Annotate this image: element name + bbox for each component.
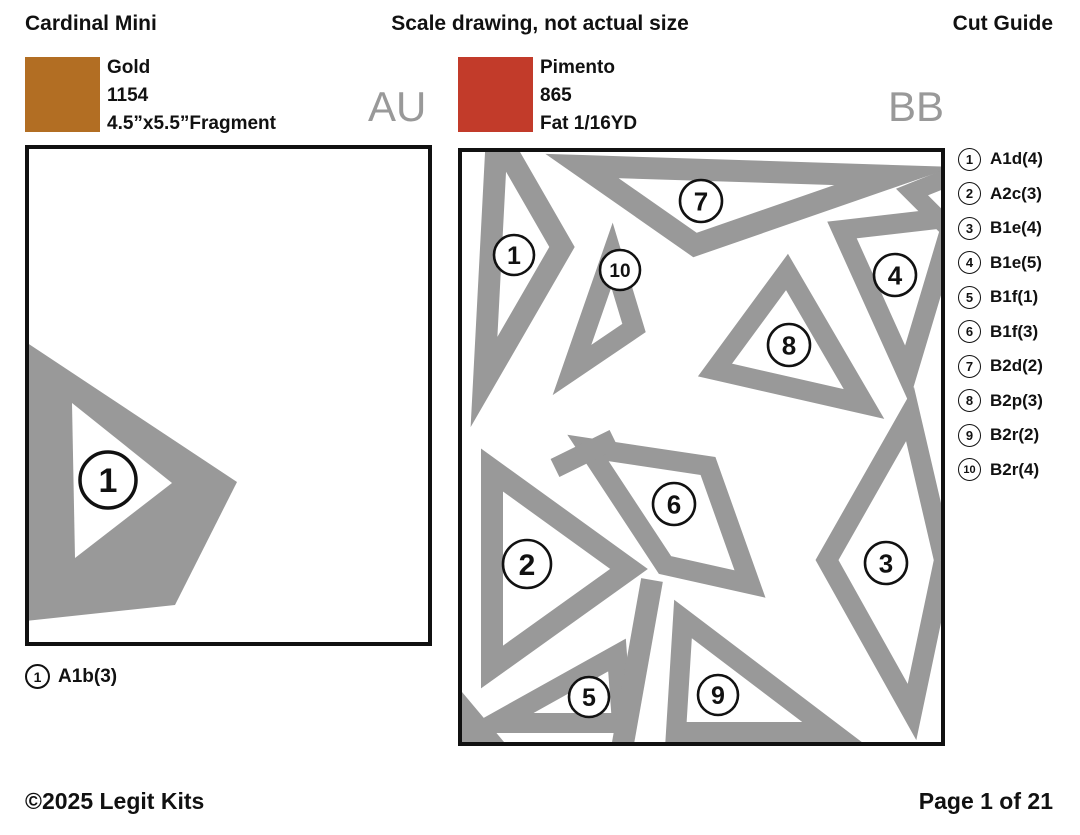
svg-text:6: 6	[667, 489, 681, 519]
bb-panel-drawing: 1 2 3 4 5 6 7 8 9 10	[462, 152, 941, 742]
piece-8-outline	[697, 253, 885, 419]
legend-number-badge: 5	[958, 285, 981, 309]
legend-number-badge: 10	[958, 458, 981, 481]
legend-number-badge: 4	[958, 251, 981, 274]
piece-2-outline	[481, 448, 648, 689]
clipped-piece-band	[612, 578, 663, 742]
piece-number-badge: 5	[567, 675, 611, 719]
legend-item: 9 B2r(2)	[958, 423, 1043, 447]
legend-label: B1e(5)	[990, 252, 1042, 272]
piece-number-badge: 7	[678, 178, 724, 224]
pimento-swatch	[458, 57, 533, 132]
svg-text:4: 4	[888, 260, 903, 290]
legend-item: 1 A1d(4)	[958, 147, 1043, 171]
legend-item: 6 B1f(3)	[958, 320, 1043, 344]
scale-note: Scale drawing, not actual size	[391, 12, 689, 35]
piece-10-outline	[552, 222, 646, 396]
piece-6-outline	[567, 434, 766, 598]
page-type-title: Cut Guide	[952, 12, 1053, 35]
legend-item: 2 A2c(3)	[958, 182, 1043, 206]
svg-text:3: 3	[879, 548, 893, 578]
legend-number-badge: 2	[958, 182, 981, 205]
au-panel-drawing: 1	[29, 344, 237, 621]
piece-label: A1b(3)	[58, 665, 118, 687]
piece-number-badge: 2	[501, 538, 553, 590]
piece-number-badge: 9	[696, 673, 740, 717]
legend-number-badge: 8	[958, 389, 981, 412]
legend-number-badge: 3	[958, 216, 981, 240]
svg-text:1: 1	[99, 462, 118, 500]
piece-3-outline	[815, 386, 941, 741]
gold-swatch	[25, 57, 100, 132]
piece-number-badge: 6	[651, 481, 697, 527]
legend-label: B1e(4)	[990, 218, 1042, 237]
panel-tag-au: AU	[368, 83, 427, 130]
piece-7-outline	[545, 153, 941, 258]
piece-legend: 1 A1d(4) 2 A2c(3) 3 B1e(4) 4 B1e(5) 5 B1f(1) 6 B1f(…	[958, 147, 1043, 492]
legend-item: 3 B1e(4)	[958, 216, 1043, 240]
svg-text:8: 8	[782, 330, 796, 360]
fabric-number: 865	[540, 85, 572, 106]
legend-label: B1f(3)	[990, 321, 1039, 341]
piece-number-badge: 10	[598, 248, 642, 292]
legend-item: 10 B2r(4)	[958, 458, 1043, 482]
legend-label: A2c(3)	[990, 183, 1042, 203]
fabric-cut: Fat 1/16YD	[540, 113, 638, 134]
svg-text:10: 10	[609, 261, 630, 282]
au-caption: 1 A1b(3)	[25, 664, 117, 689]
legend-number-badge: 6	[958, 320, 981, 343]
piece-number-badge: 1	[25, 664, 50, 689]
legend-number-badge: 7	[958, 354, 981, 378]
piece-number-badge: 8	[766, 322, 812, 368]
clipped-piece-band	[462, 692, 504, 742]
svg-text:9: 9	[711, 682, 725, 710]
legend-item: 5 B1f(1)	[958, 285, 1043, 309]
copyright-text: ©2025 Legit Kits	[25, 788, 205, 814]
legend-label: A1d(4)	[990, 149, 1043, 168]
gold-swatch-info: Gold 1154 4.5”x5.5”Fragment	[107, 54, 276, 138]
legend-item: 8 B2p(3)	[958, 389, 1043, 413]
legend-item: 4 B1e(5)	[958, 251, 1043, 275]
piece-number-badge: 1	[78, 450, 138, 510]
fabric-cut: 4.5”x5.5”Fragment	[107, 113, 276, 134]
legend-number-badge: 9	[958, 423, 981, 447]
piece-number-badge: 3	[863, 540, 909, 586]
legend-label: B2d(2)	[990, 356, 1043, 375]
pimento-swatch-info: Pimento 865 Fat 1/16YD	[540, 54, 637, 138]
svg-text:5: 5	[582, 684, 596, 712]
au-panel: 1	[25, 145, 432, 646]
page-number: Page 1 of 21	[918, 788, 1053, 814]
fabric-name: Pimento	[540, 57, 615, 78]
legend-label: B2p(3)	[990, 390, 1043, 410]
legend-label: B1f(1)	[990, 287, 1039, 306]
piece-number-badge: 1	[492, 233, 536, 277]
pattern-title: Cardinal Mini	[25, 12, 157, 35]
panel-tag-bb: BB	[888, 83, 945, 130]
svg-text:2: 2	[519, 549, 536, 582]
piece-9-outline	[665, 599, 862, 742]
fabric-name: Gold	[107, 57, 151, 78]
bb-panel: 1 2 3 4 5 6 7 8 9 10	[458, 148, 945, 746]
legend-number-badge: 1	[958, 147, 981, 171]
piece-1-outline	[470, 152, 575, 428]
clipped-piece-band	[550, 430, 619, 477]
piece-number-badge: 4	[872, 252, 918, 298]
legend-item: 7 B2d(2)	[958, 354, 1043, 378]
au-piece-labels: 1	[78, 450, 138, 510]
bb-piece-labels: 1 2 3 4 5 6 7 8 9 10	[492, 178, 918, 719]
svg-text:7: 7	[694, 186, 708, 216]
svg-text:1: 1	[507, 242, 521, 270]
legend-label: B2r(2)	[990, 425, 1040, 444]
piece-5-outline	[462, 638, 633, 733]
fabric-number: 1154	[107, 85, 149, 106]
bb-piece-outlines	[462, 152, 941, 742]
legend-label: B2r(4)	[990, 459, 1040, 479]
piece-4-outline	[827, 208, 941, 403]
